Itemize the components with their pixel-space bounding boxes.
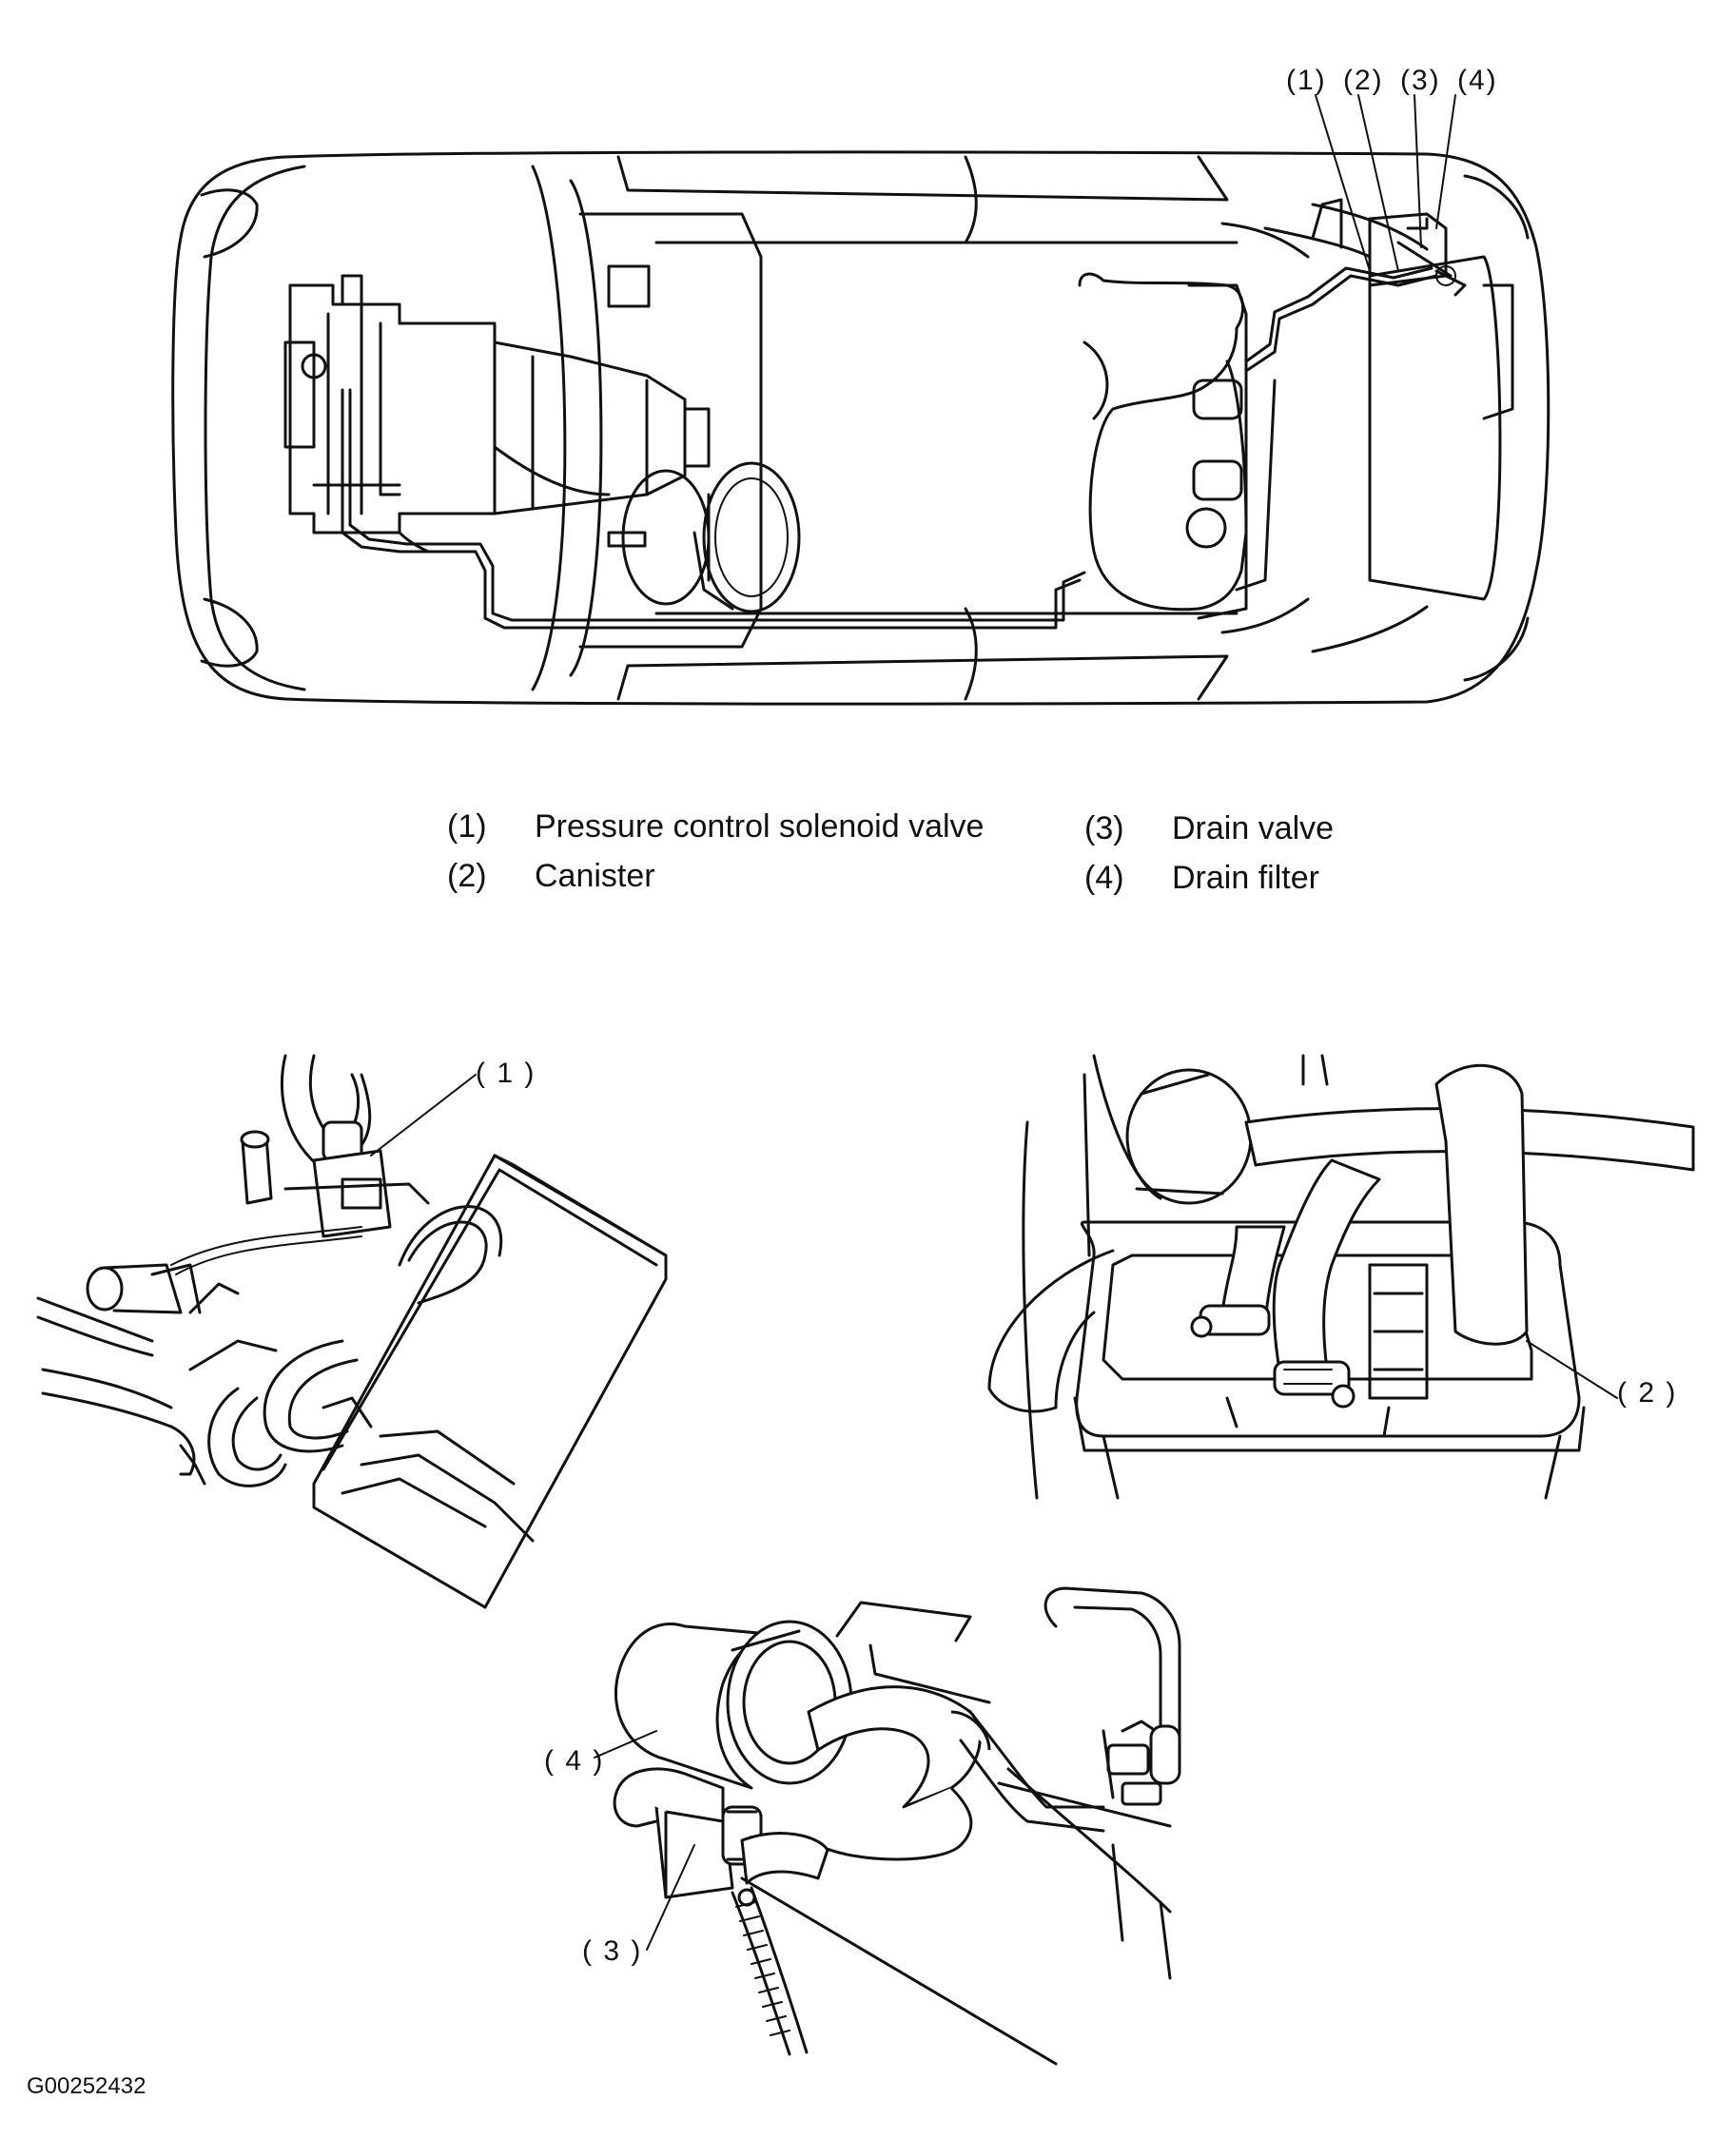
legend-text-3: Drain valve bbox=[1172, 810, 1335, 846]
top-callout-4: (4) bbox=[1457, 65, 1498, 96]
legend-num-1: (1) bbox=[447, 808, 487, 845]
legend-num-2: (2) bbox=[447, 858, 487, 894]
top-callout-2: (2) bbox=[1343, 65, 1384, 96]
detail-callout-solenoid: ( 1 ) bbox=[476, 1058, 536, 1089]
detail-callout-drain-filter: ( 4 ) bbox=[544, 1745, 605, 1777]
legend-text-4: Drain filter bbox=[1172, 860, 1319, 896]
legend-num-4: (4) bbox=[1084, 860, 1124, 896]
top-callout-3: (3) bbox=[1400, 65, 1441, 96]
detail-callout-drain-valve: ( 3 ) bbox=[582, 1935, 643, 1967]
legend-text-1: Pressure control solenoid valve bbox=[535, 808, 985, 845]
legend-text-2: Canister bbox=[535, 858, 655, 894]
top-callout-1: (1) bbox=[1286, 65, 1327, 96]
image-id: G00252432 bbox=[27, 2073, 146, 2099]
legend-num-3: (3) bbox=[1084, 810, 1124, 846]
detail-callout-canister: ( 2 ) bbox=[1617, 1377, 1678, 1409]
